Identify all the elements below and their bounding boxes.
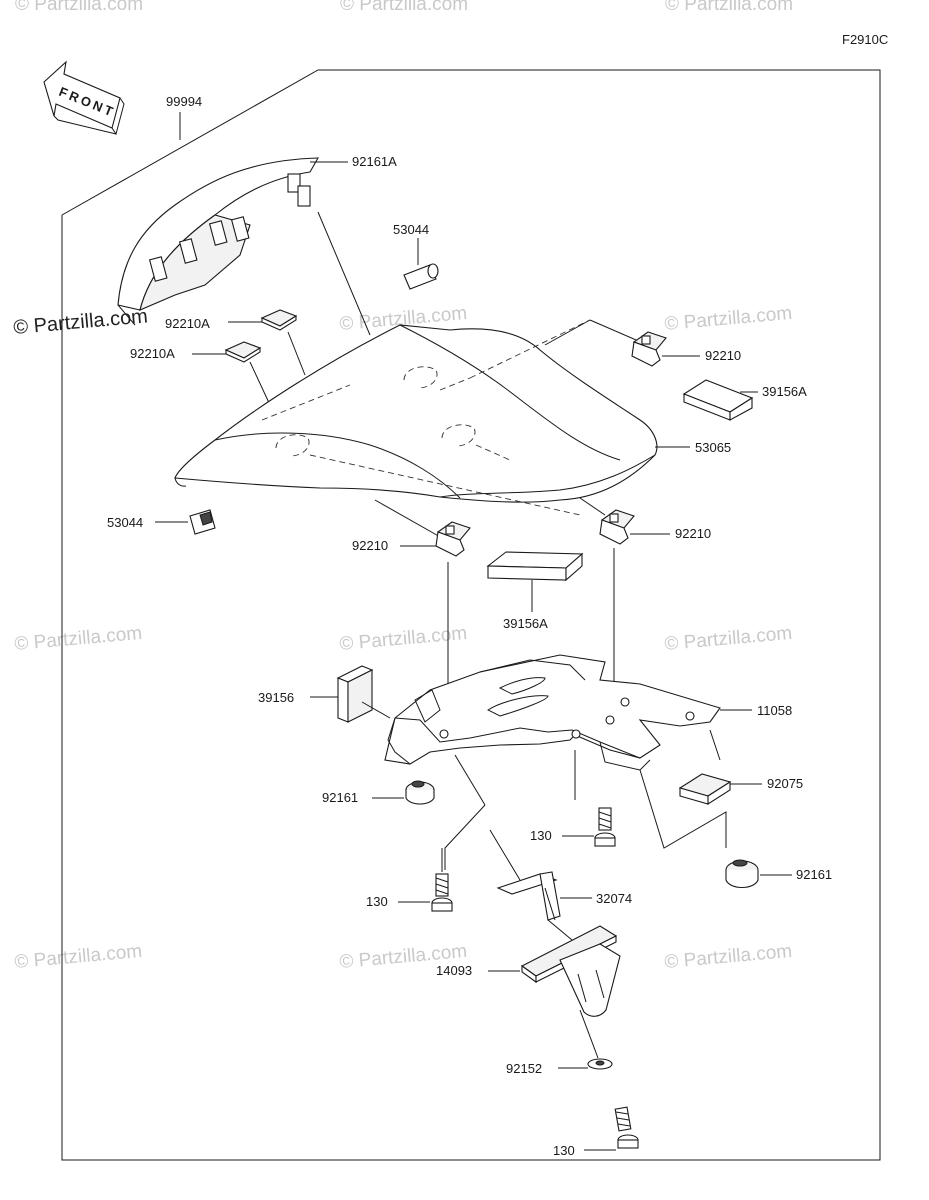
nut-92210A-2 xyxy=(224,341,262,363)
callout-14093: 14093 xyxy=(436,963,472,978)
callout-92210-right: 92210 xyxy=(675,526,711,541)
bolt-130-bottom xyxy=(614,1106,639,1149)
callout-92152: 92152 xyxy=(506,1061,542,1076)
bolt-130-left xyxy=(431,873,453,912)
rubber-92161-right xyxy=(725,859,759,889)
callout-92161A: 92161A xyxy=(352,154,397,169)
callout-130-mid: 130 xyxy=(530,828,552,843)
watermark: © Partzilla.com xyxy=(664,303,793,335)
nut-92210-right xyxy=(599,509,635,545)
callout-130-bottom: 130 xyxy=(553,1143,575,1158)
watermark: © Partzilla.com xyxy=(664,623,793,655)
callout-53044-left: 53044 xyxy=(107,515,143,530)
hook-32074 xyxy=(496,871,561,921)
watermark: © Partzilla.com xyxy=(14,941,143,973)
figure-code: F2910C xyxy=(842,32,888,47)
callout-92210A-2: 92210A xyxy=(130,346,175,361)
pad-39156 xyxy=(336,665,374,723)
pad-39156A-top xyxy=(682,379,754,421)
watermark: © Partzilla.com xyxy=(665,0,793,15)
rear-cowl-part xyxy=(117,157,319,326)
callout-53065: 53065 xyxy=(695,440,731,455)
bolt-130-mid xyxy=(594,807,616,847)
callout-53044-top: 53044 xyxy=(393,222,429,237)
clip-53044-top xyxy=(403,263,439,290)
callout-92075: 92075 xyxy=(767,776,803,791)
callout-11058: 11058 xyxy=(757,703,792,718)
callout-92161-left: 92161 xyxy=(322,790,358,805)
assembly-frame xyxy=(61,69,881,1161)
watermark: © Partzilla.com xyxy=(14,623,143,655)
callout-32074: 32074 xyxy=(596,891,632,906)
watermark: © Partzilla.com xyxy=(15,0,143,15)
clip-53044-left xyxy=(189,509,216,535)
callout-92210-left: 92210 xyxy=(352,538,388,553)
watermark-main: © Partzilla.com xyxy=(13,305,149,339)
callout-92161-right: 92161 xyxy=(796,867,832,882)
bracket-11058 xyxy=(384,654,721,771)
rubber-92161-left xyxy=(405,780,435,805)
nut-92210A-1 xyxy=(260,309,298,331)
callout-39156A-mid: 39156A xyxy=(503,616,548,631)
nut-92210-left xyxy=(435,521,471,557)
washer-92152 xyxy=(587,1058,613,1070)
plate-14093 xyxy=(520,925,621,1017)
watermark: © Partzilla.com xyxy=(340,0,468,15)
callout-92210-top: 92210 xyxy=(705,348,741,363)
block-92075 xyxy=(678,773,732,806)
callout-39156: 39156 xyxy=(258,690,294,705)
callout-99994: 99994 xyxy=(166,94,202,109)
pad-39156A-mid xyxy=(486,551,584,582)
seat-cover-53065 xyxy=(174,319,658,516)
callout-130-left: 130 xyxy=(366,894,388,909)
nut-92210-top xyxy=(631,331,667,367)
watermark: © Partzilla.com xyxy=(664,941,793,973)
callout-39156A-top: 39156A xyxy=(762,384,807,399)
watermark: © Partzilla.com xyxy=(339,623,468,655)
front-arrow-icon: FRONT xyxy=(43,60,125,136)
callout-92210A-1: 92210A xyxy=(165,316,210,331)
